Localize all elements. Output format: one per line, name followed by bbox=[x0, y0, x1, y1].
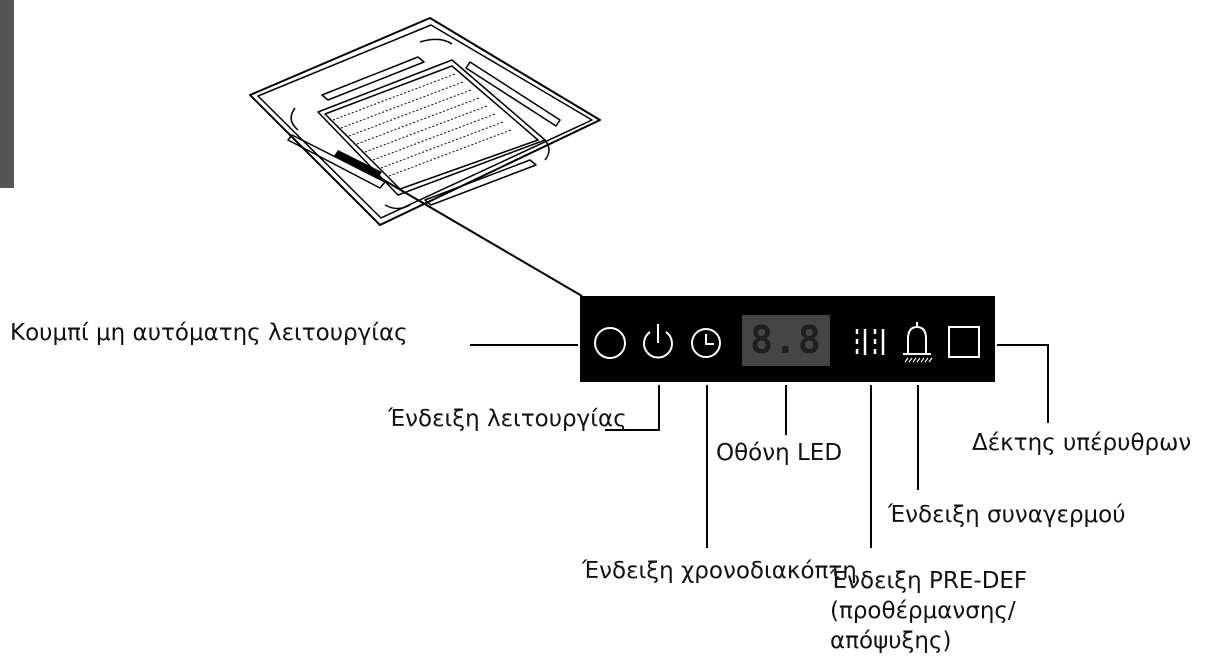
cassette-unit-illustration bbox=[249, 17, 601, 226]
label-predef-indicator: Ένδειξη PRE-DEF (προθέρμανσης/ απόψυξης) bbox=[830, 568, 1028, 654]
predef-icon bbox=[855, 329, 885, 355]
panel-icons bbox=[594, 322, 980, 363]
power-icon bbox=[643, 324, 673, 359]
led-display: 8.8 bbox=[742, 315, 830, 366]
circle-icon bbox=[594, 327, 626, 359]
clock-icon bbox=[691, 328, 721, 358]
label-ir-receiver: Δέκτης υπέρυθρων bbox=[972, 430, 1192, 456]
label-alarm-indicator: Ένδειξη συναγερμού bbox=[888, 502, 1126, 528]
label-timer-indicator: Ένδειξη χρονοδιακόπτη bbox=[582, 558, 857, 584]
side-tab bbox=[0, 0, 14, 188]
control-panel: 8.8 bbox=[580, 296, 995, 382]
leader-lines bbox=[357, 164, 1049, 548]
label-led-display: Οθόνη LED bbox=[716, 440, 843, 466]
label-operation-indicator: Ένδειξη λειτουργίας bbox=[388, 406, 627, 432]
alarm-bell-icon bbox=[903, 322, 933, 363]
ir-window-icon bbox=[948, 326, 980, 358]
label-manual-button: Κουμπί μη αυτόματης λειτουργίας bbox=[10, 320, 408, 346]
